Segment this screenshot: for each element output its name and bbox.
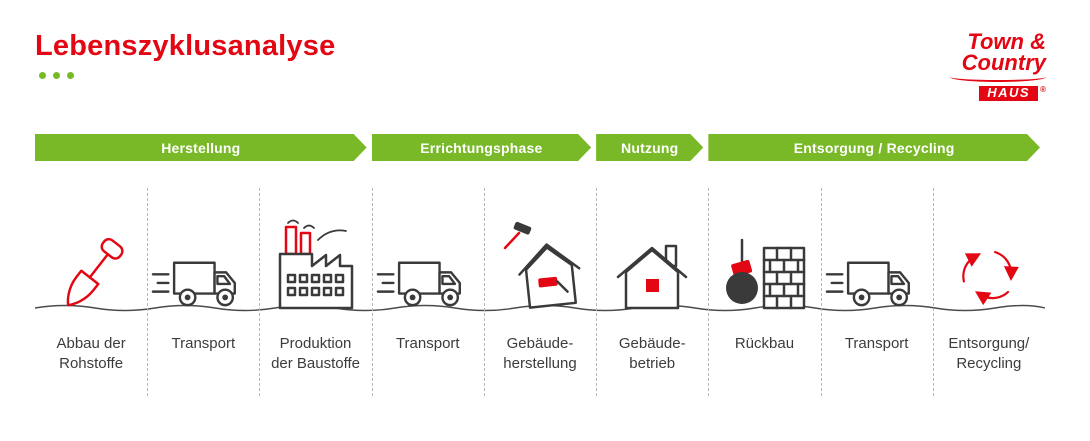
stage-gebaeudebetrieb: Gebäude- betrieb	[596, 186, 710, 402]
stage-label: Transport	[171, 335, 236, 352]
stage-label: Entsorgung/ Recycling	[948, 335, 1030, 373]
shovel-icon	[66, 237, 124, 307]
stage-icon-box	[716, 186, 812, 310]
stage-label: Produktion der Baustoffe	[271, 335, 361, 373]
house-operation-icon	[616, 244, 688, 310]
stage-gebaeudeherstellung: Gebäude- herstellung	[484, 186, 598, 402]
phase-nutzung: Nutzung	[596, 134, 703, 161]
stage-icon-box	[608, 186, 696, 310]
stage-icon-box	[47, 186, 135, 310]
stage-transport-1: Transport	[147, 186, 261, 402]
stage-transport-3: Transport	[821, 186, 934, 402]
stage-rueckbau: Rückbau	[708, 186, 822, 402]
lifecycle-stages: Abbau der Rohstoffe Transport	[35, 186, 1045, 402]
logo-swoosh	[950, 75, 1046, 82]
stage-icon-box	[492, 186, 588, 310]
green-dot	[53, 72, 60, 79]
phase-timeline: Herstellung Errichtungsphase Nutzung Ent…	[35, 134, 1045, 161]
stage-label: Gebäude- herstellung	[503, 335, 577, 373]
factory-icon	[278, 219, 353, 310]
recycling-icon	[962, 250, 1019, 306]
delivery-truck-icon	[825, 261, 910, 307]
stage-icon-box	[949, 186, 1029, 310]
stage-entsorgung-recycling: Entsorgung/ Recycling	[933, 186, 1045, 402]
stage-icon-box	[268, 186, 364, 310]
stage-label: Rückbau	[734, 335, 795, 352]
brand-logo: Town & Country HAUS ®	[950, 29, 1046, 102]
logo-haus-box: HAUS	[979, 86, 1039, 102]
stage-label: Transport	[395, 335, 460, 352]
wrecking-ball-icon	[726, 238, 806, 310]
title-dots	[39, 72, 74, 79]
delivery-truck-icon	[152, 261, 237, 307]
green-dot	[67, 72, 74, 79]
logo-line-town: Town &	[967, 29, 1046, 54]
registered-mark: ®	[1040, 84, 1046, 94]
stage-icon-box	[151, 186, 255, 310]
stage-label: Abbau der Rohstoffe	[56, 335, 126, 373]
delivery-truck-icon	[376, 261, 461, 307]
stage-icon-box	[376, 186, 480, 310]
stage-abbau-der-rohstoffe: Abbau der Rohstoffe	[35, 186, 149, 402]
phase-herstellung: Herstellung	[35, 134, 367, 161]
house-construction-icon	[503, 221, 581, 309]
stage-label: Transport	[844, 335, 909, 352]
phase-errichtungsphase: Errichtungsphase	[372, 134, 591, 161]
stage-label: Gebäude- betrieb	[618, 335, 686, 373]
green-dot	[39, 72, 46, 79]
stage-transport-2: Transport	[372, 186, 486, 402]
logo-line-country: Country	[961, 49, 1046, 75]
phase-entsorgung-recycling: Entsorgung / Recycling	[708, 134, 1040, 161]
stage-produktion-der-baustoffe: Produktion der Baustoffe	[259, 186, 373, 402]
page-title: Lebenszyklusanalyse	[35, 30, 336, 62]
stage-icon-box	[825, 186, 929, 310]
